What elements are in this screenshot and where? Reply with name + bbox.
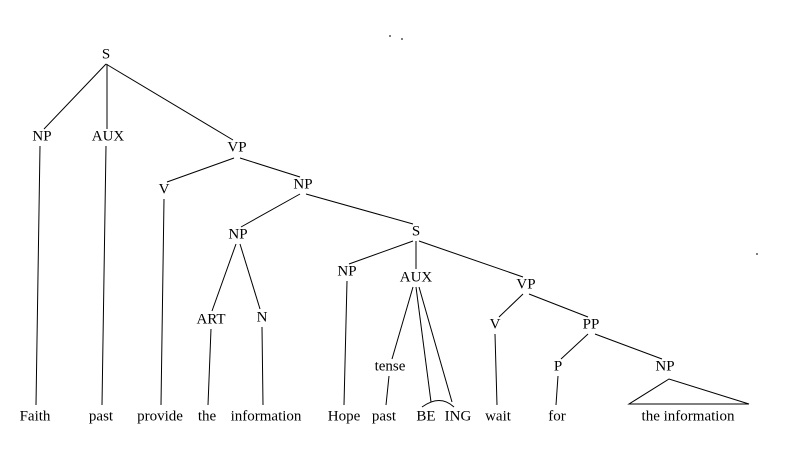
node-s-embedded: S	[411, 223, 421, 240]
edge-aux-past	[101, 145, 107, 406]
node-tense: tense	[374, 358, 406, 375]
node-s-root: S	[101, 46, 111, 63]
edge-np-hope	[343, 280, 348, 406]
node-vp-main: VP	[227, 139, 247, 156]
edge-s-vp	[105, 63, 234, 141]
edge-p-for	[555, 375, 559, 406]
edge-np-art	[211, 243, 237, 312]
node-aux-embedded: AUX	[399, 269, 433, 286]
edge-np-faith	[35, 145, 41, 406]
edge-np-npinner	[240, 193, 301, 228]
edge-aux-ing	[418, 286, 453, 403]
scan-artifact-dot	[756, 253, 758, 255]
edge-art-the	[207, 328, 212, 406]
edge-s2-vp	[418, 240, 524, 278]
leaf-past-main: past	[88, 408, 114, 425]
edge-vp-v	[166, 157, 235, 183]
node-vp-embedded: VP	[516, 276, 536, 293]
edge-pp-np	[594, 333, 663, 360]
leaf-hope: Hope	[327, 408, 361, 425]
edge-s-np	[43, 63, 107, 130]
node-np-object: NP	[293, 176, 313, 193]
leaf-provide: provide	[137, 408, 183, 425]
node-np-embedded-subject: NP	[337, 263, 357, 280]
leaf-past-embedded: past	[371, 408, 397, 425]
edge-aux-tense	[391, 286, 414, 360]
node-art: ART	[196, 311, 226, 328]
leaf-information: information	[230, 408, 302, 425]
edge-np-sembedded	[305, 193, 414, 225]
edge-v-provide	[160, 198, 165, 406]
edge-tense-past	[385, 375, 390, 406]
leaf-the-information: the information	[641, 408, 735, 425]
node-n: N	[256, 309, 268, 326]
node-aux-main: AUX	[91, 128, 125, 145]
edge-be-ing-arc	[421, 400, 455, 408]
edge-aux-be	[415, 286, 432, 403]
leaf-be: BE	[416, 408, 436, 425]
node-v-embedded: V	[489, 316, 501, 333]
scan-artifact-dot	[401, 38, 403, 40]
edge-n-information	[261, 326, 264, 406]
leaf-wait: wait	[485, 408, 511, 425]
leaf-for: for	[548, 408, 566, 425]
leaf-the: the	[197, 408, 217, 425]
edge-vp-np	[239, 157, 301, 178]
edge-pp-p	[560, 333, 589, 360]
np-triangle	[627, 378, 750, 405]
edge-v-wait	[494, 333, 498, 406]
edge-vp2-v	[498, 293, 524, 318]
edge-np-n	[239, 243, 261, 310]
edge-s2-np	[348, 240, 414, 265]
node-np-subject: NP	[32, 128, 52, 145]
leaf-ing: ING	[444, 408, 472, 425]
node-np-inner: NP	[228, 226, 248, 243]
node-v-main: V	[158, 181, 170, 198]
leaf-faith: Faith	[19, 408, 51, 425]
edge-vp2-pp	[528, 293, 589, 318]
node-np-pp-object: NP	[655, 358, 675, 375]
node-pp: PP	[582, 316, 600, 333]
scan-artifact-dot	[389, 35, 391, 37]
node-p: P	[553, 358, 563, 375]
